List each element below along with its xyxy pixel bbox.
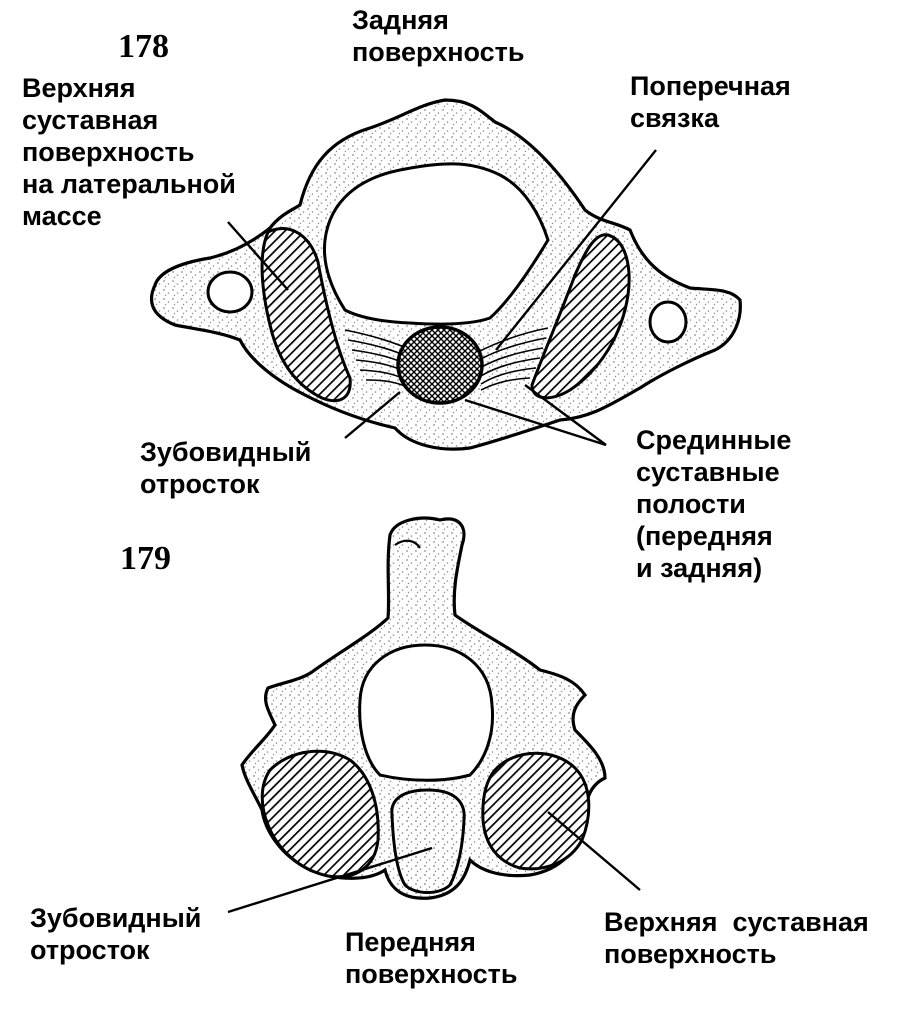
leader-dens-178 [344,391,401,439]
transverse-ligament-right [477,327,549,391]
leader-superior-articular-lateral [227,221,289,291]
label-anterior-surface: Передняя поверхность [345,927,518,989]
label-superior-articular-lateral: Верхняя суставная поверхность на латерал… [22,73,236,231]
right-superior-articular-surface [530,233,631,400]
leader-superior-articular [547,811,641,891]
axis-left-articular-surface [260,749,380,879]
label-posterior-surface: Задняя поверхность [352,5,525,67]
dens-cross-section [396,325,484,405]
figure-number-178: 178 [118,28,169,65]
leader-median-cavity-posterior [524,384,607,446]
figure-number-179: 179 [120,540,171,577]
label-transverse-ligament: Поперечная связка [630,71,791,133]
atlas-figure [150,98,742,451]
vertebral-foramen [322,162,550,326]
label-superior-articular: Верхняя суставная поверхность [604,907,869,969]
left-superior-articular-surface [260,227,352,403]
label-median-cavities: Срединные суставные полости (передняя и … [636,425,792,583]
leader-dens-179 [227,846,433,914]
axis-figure [227,516,641,914]
label-dens-179: Зубовидный отросток [30,903,202,965]
label-dens-178: Зубовидный отросток [140,437,312,499]
leader-median-cavity-anterior [464,398,607,447]
axis-right-articular-surface [481,751,591,871]
right-transverse-foramen [648,300,688,344]
leader-transverse-ligament [495,149,657,351]
left-transverse-foramen [206,270,254,314]
axis-vertebral-foramen [358,643,495,782]
